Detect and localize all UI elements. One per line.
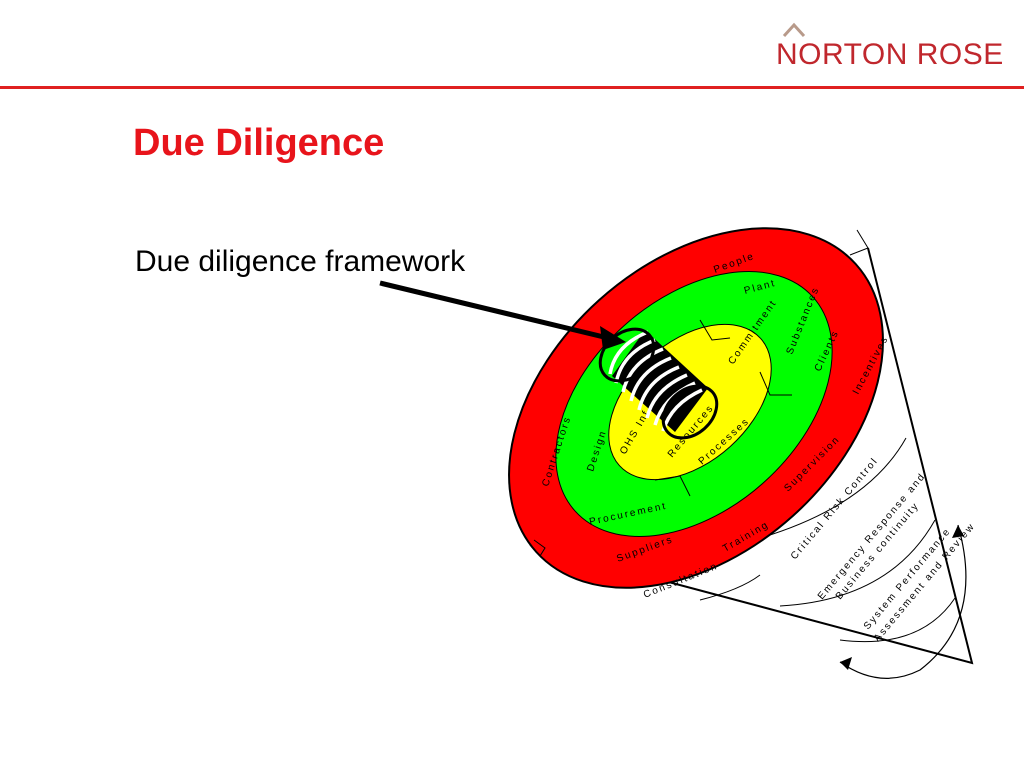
norton-rose-logo: NORTON ROSE [776, 22, 1006, 72]
slide-title: Due Diligence [133, 122, 385, 164]
logo-chevron-icon [782, 22, 806, 38]
logo-text: NORTON ROSE [776, 38, 1004, 71]
slide-subtitle: Due diligence framework [135, 245, 466, 278]
header-rule [0, 86, 1024, 89]
spring-coil-icon [598, 327, 719, 440]
rotation-arrow [839, 524, 967, 679]
ring-dividers [533, 229, 869, 557]
